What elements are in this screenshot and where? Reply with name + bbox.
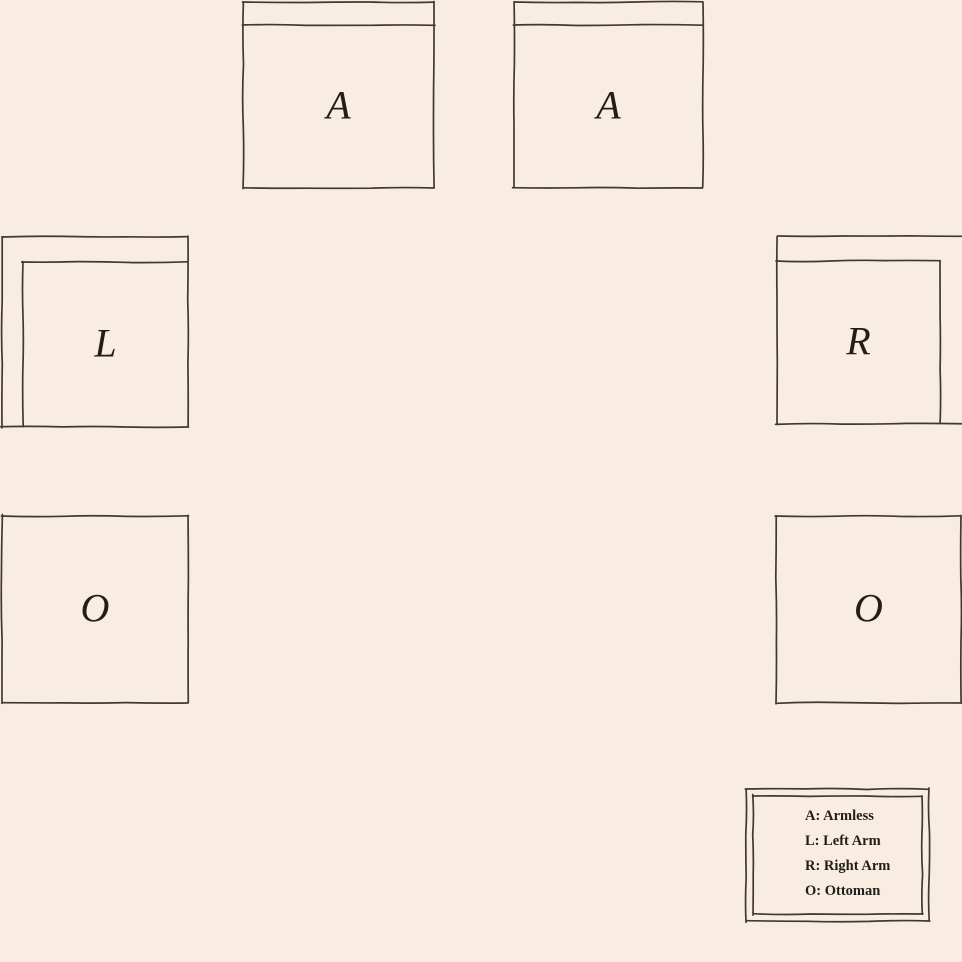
unit-right-arm[interactable]: R — [774, 234, 962, 426]
legend-entry: L: Left Arm — [805, 833, 881, 849]
unit-label-right-arm: R — [846, 317, 871, 363]
unit-armless-2[interactable]: A — [511, 0, 705, 190]
unit-armless-1[interactable]: A — [241, 0, 436, 190]
legend: A: Armless L: Left Arm R: Right Arm O: Otto… — [744, 787, 931, 924]
left-arm-outline — [0, 235, 190, 429]
unit-ottoman-2[interactable]: O — [774, 514, 962, 705]
legend-entry: A: Armless — [805, 808, 874, 824]
unit-label-ottoman-2: O — [854, 584, 883, 630]
unit-left-arm[interactable]: L — [0, 235, 190, 429]
legend-entry: O: Ottoman — [805, 883, 881, 899]
ottoman-outline — [774, 514, 962, 705]
legend-entries: A: Armless L: Left Arm R: Right Arm O: Otto… — [805, 804, 890, 904]
unit-label-left-arm: L — [94, 319, 117, 365]
legend-frame — [744, 787, 931, 924]
armless-outline — [511, 0, 705, 190]
unit-label-armless-1: A — [326, 81, 351, 127]
right-arm-outline — [774, 234, 962, 426]
unit-label-ottoman-1: O — [80, 584, 110, 630]
unit-ottoman-1[interactable]: O — [0, 513, 190, 705]
legend-entry: R: Right Arm — [805, 858, 891, 874]
armless-outline — [241, 0, 436, 190]
ottoman-outline — [0, 513, 190, 705]
unit-label-armless-2: A — [596, 81, 621, 127]
